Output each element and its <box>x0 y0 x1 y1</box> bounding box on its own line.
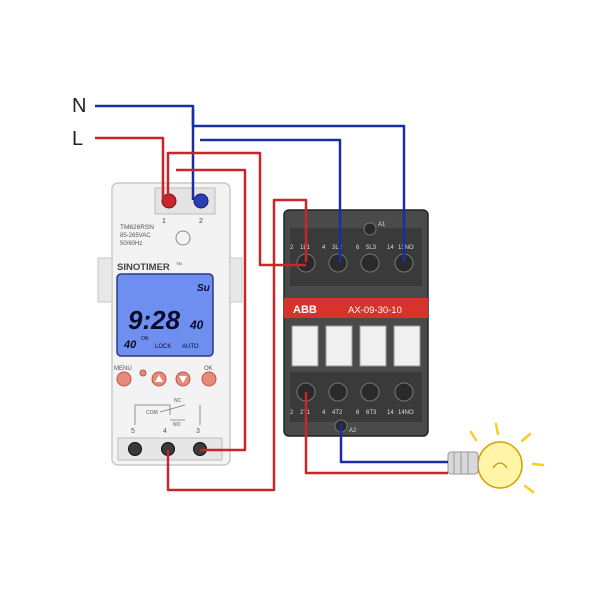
contactor-window-2 <box>325 325 353 367</box>
contactor-coil-a1-screw <box>363 222 377 236</box>
timer-trademark: TM <box>176 261 182 266</box>
contactor-t1-to-bulb <box>304 392 448 475</box>
contactor-brand-band <box>284 298 428 318</box>
contactor-top-num-2: 4 <box>322 245 326 251</box>
lcd-time-seconds: 40 <box>189 318 204 332</box>
neutral-wire-to-contactor-13 <box>191 110 406 262</box>
timer-reset-button[interactable] <box>139 369 147 377</box>
timer-module: 1 2 TM626RSN 85-265VAC 50/60Hz SINOTIMER… <box>97 182 243 466</box>
contactor-bottom-label-3: 6T3 <box>366 410 377 416</box>
contactor-bottom-screw-3 <box>360 382 380 402</box>
timer-lcd-screen <box>116 273 214 357</box>
triangle-down-icon <box>179 376 187 383</box>
contactor-window-4 <box>393 325 421 367</box>
timer-relay-schematic <box>134 404 201 425</box>
contactor-bottom-num-4: 14 <box>387 410 394 416</box>
contactor-top-num-4: 14 <box>387 245 394 251</box>
timer-relay-nc: NC <box>174 398 182 404</box>
timer-terminal-2-screw <box>193 193 209 209</box>
bulb-filament <box>492 462 508 469</box>
light-bulb-icon <box>447 422 545 494</box>
contactor-window-3 <box>359 325 387 367</box>
timer-top-term-1-num: 1 <box>162 218 166 225</box>
timer-voltage: 85-265VAC <box>120 233 151 239</box>
timer-bot-term-3-num: 3 <box>196 428 200 435</box>
neutral-label: N <box>72 95 86 117</box>
timer-relay-com: COM <box>146 410 158 416</box>
timer-coil-symbol <box>175 230 191 246</box>
timer-menu-button[interactable] <box>116 371 132 387</box>
timer-brand: SINOTIMER <box>117 262 170 273</box>
lcd-time-main: 9:28 <box>128 305 181 335</box>
contactor-coil-bottom-label: A2 <box>349 428 357 434</box>
timer-menu-label: MENU <box>114 366 132 372</box>
line-wire-to-timer <box>95 136 165 200</box>
contactor-brand: ABB <box>293 304 317 316</box>
contactor-bottom-screw-2 <box>328 382 348 402</box>
contactor-top-num-3: 6 <box>356 245 360 251</box>
contactor-module: 2 1L1 4 3L2 6 5L3 14 13NO A1 ABB AX-09-3… <box>283 209 429 437</box>
contactor-top-num-1: 2 <box>290 245 294 251</box>
line-wire-contactor-l1 <box>166 198 308 492</box>
timer-bot-term-4-num: 4 <box>163 428 167 435</box>
contactor-bottom-num-1: 2 <box>290 410 294 416</box>
contactor-bottom-label-2: 4T2 <box>332 410 343 416</box>
wires <box>95 104 448 492</box>
bulb-thread <box>453 452 469 474</box>
neutral-wire-to-bulb <box>339 424 448 464</box>
line-label: L <box>72 128 83 150</box>
timer-model: TM626RSN <box>120 224 154 231</box>
neutral-wire-to-timer <box>95 104 195 200</box>
contactor-coil-top-label: A1 <box>378 222 386 228</box>
contactor-bottom-num-3: 6 <box>356 410 360 416</box>
lcd-status-on: ON <box>141 336 149 342</box>
bulb-glow-rays <box>469 422 545 494</box>
lcd-day: Su <box>197 283 210 294</box>
timer-relay-no: NO <box>173 422 181 428</box>
triangle-up-icon <box>155 375 163 382</box>
timer-terminal-5-screw <box>128 442 142 456</box>
lcd-lock: LOCK <box>155 344 171 350</box>
timer-frequency: 50/60Hz <box>120 241 142 247</box>
neutral-wire-to-coil-a1 <box>200 138 342 262</box>
bulb-glass <box>477 441 523 489</box>
contactor-bottom-num-2: 4 <box>322 410 326 416</box>
contactor-window-1 <box>291 325 319 367</box>
timer-rail-clip-left <box>97 257 113 303</box>
timer-ok-label: OK <box>204 366 213 372</box>
contactor-model: AX-09-30-10 <box>348 305 402 316</box>
line-wire-timer-feed <box>166 151 306 267</box>
contactor-top-label-2: 3L2 <box>332 245 343 251</box>
lcd-status-num: 40 <box>123 339 137 351</box>
contactor-top-label-3: 5L3 <box>366 245 377 251</box>
contactor-top-screw-3 <box>360 253 380 273</box>
lcd-auto: AUTO <box>182 344 199 350</box>
contactor-top-label-4: 13NO <box>398 245 414 251</box>
contactor-bottom-label-4: 14NO <box>398 410 414 416</box>
timer-up-button[interactable] <box>151 371 167 387</box>
bulb-base <box>447 451 479 475</box>
timer-top-term-2-num: 2 <box>199 218 203 225</box>
timer-ok-button[interactable] <box>201 371 217 387</box>
timer-down-button[interactable] <box>175 371 191 387</box>
contactor-top-screw-2 <box>328 253 348 273</box>
timer-output-wire <box>176 168 247 452</box>
timer-rail-clip-right <box>229 257 243 303</box>
timer-bot-term-5-num: 5 <box>131 428 135 435</box>
contactor-bottom-screw-4 <box>394 382 414 402</box>
